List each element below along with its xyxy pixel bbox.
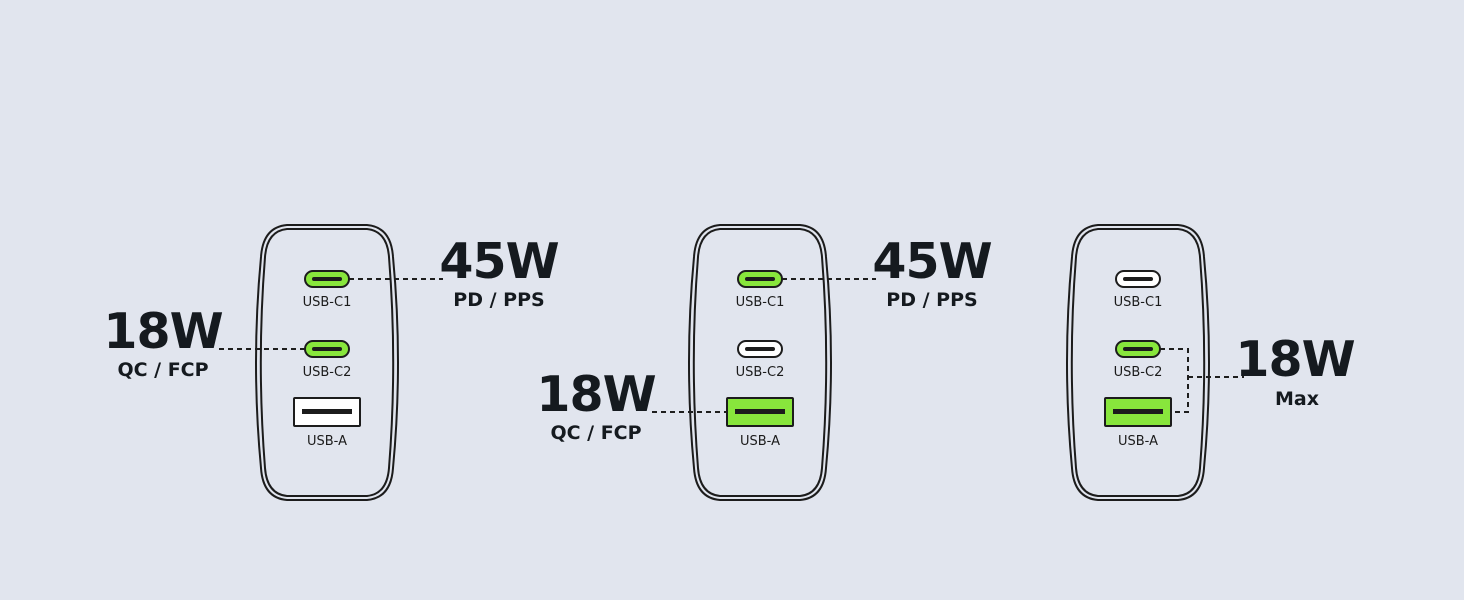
port-label: USB-A	[1118, 434, 1158, 449]
protocol-label: QC / FCP	[550, 422, 641, 444]
protocol-label: QC / FCP	[117, 359, 208, 381]
port-label: USB-C2	[736, 365, 785, 380]
bracket-leader	[1160, 348, 1189, 413]
charger-body-inner-outline	[259, 228, 395, 497]
wattage-value: 18W	[103, 303, 222, 360]
usb-a-tongue	[1113, 409, 1163, 414]
charger-body-outline	[255, 224, 399, 501]
charger-body-inner-outline	[692, 228, 828, 497]
protocol-label: Max	[1275, 388, 1319, 410]
usb-a-tongue	[735, 409, 785, 414]
wattage-value: 18W	[536, 366, 655, 423]
port-label: USB-C2	[303, 365, 352, 380]
charger-body-outline	[688, 224, 832, 501]
port-label: USB-C2	[1114, 365, 1163, 380]
charger-body-inner-outline	[1070, 228, 1206, 497]
usb-a-tongue	[302, 409, 352, 414]
port-label: USB-A	[307, 434, 347, 449]
port-label: USB-C1	[1114, 295, 1163, 310]
wattage-value: 18W	[1235, 331, 1354, 388]
port-label: USB-A	[740, 434, 780, 449]
wattage-value: 45W	[872, 233, 991, 290]
charger-body-outline	[1066, 224, 1210, 501]
protocol-label: PD / PPS	[453, 289, 544, 311]
port-label: USB-C1	[736, 295, 785, 310]
wattage-value: 45W	[439, 233, 558, 290]
port-label: USB-C1	[303, 295, 352, 310]
protocol-label: PD / PPS	[886, 289, 977, 311]
